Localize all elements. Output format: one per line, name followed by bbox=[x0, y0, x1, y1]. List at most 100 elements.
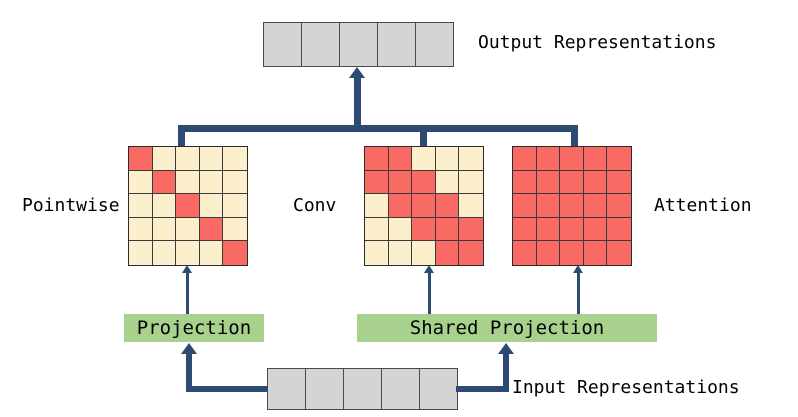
matrix-cell bbox=[176, 194, 200, 218]
output-token-cell bbox=[416, 23, 453, 66]
matrix-cell bbox=[199, 194, 224, 218]
matrix-cell bbox=[607, 170, 631, 195]
matrix-cell bbox=[176, 217, 200, 242]
top-bracket-bar bbox=[178, 125, 578, 132]
matrix-cell bbox=[223, 217, 247, 242]
output-merge-stem bbox=[354, 78, 361, 128]
matrix-cell bbox=[412, 194, 436, 218]
matrix-cell bbox=[223, 241, 247, 265]
input-to-projection-vertical bbox=[186, 354, 192, 388]
matrix-cell bbox=[365, 241, 389, 265]
matrix-cell bbox=[129, 194, 153, 218]
pointwise-matrix bbox=[128, 146, 248, 266]
matrix-cell bbox=[199, 147, 224, 171]
matrix-cell bbox=[536, 147, 561, 171]
input-to-projection-arrowhead bbox=[181, 343, 197, 354]
projection-box-label: Projection bbox=[136, 317, 252, 339]
matrix-cell bbox=[513, 217, 537, 242]
output-merge-arrowhead bbox=[349, 67, 365, 78]
bracket-arm-pointwise bbox=[178, 125, 185, 147]
matrix-cell bbox=[513, 147, 537, 171]
input-representations-label: Input Representations bbox=[512, 377, 740, 398]
attention-matrix bbox=[512, 146, 632, 266]
matrix-cell bbox=[152, 217, 177, 242]
input-to-shared-projection-vertical bbox=[503, 354, 509, 388]
matrix-cell bbox=[583, 217, 608, 242]
connector-shared-projection-to-conv bbox=[428, 273, 431, 314]
matrix-cell bbox=[388, 241, 413, 265]
matrix-cell bbox=[560, 241, 584, 265]
input-representations-row bbox=[267, 368, 458, 410]
matrix-cell bbox=[435, 194, 460, 218]
matrix-cell bbox=[459, 241, 483, 265]
connector-projection-to-pointwise-arrowhead bbox=[182, 265, 192, 273]
output-token-cell bbox=[302, 23, 340, 66]
matrix-cell bbox=[199, 170, 224, 195]
output-representations-row bbox=[263, 22, 454, 67]
matrix-cell bbox=[152, 241, 177, 265]
shared-projection-box-label: Shared Projection bbox=[409, 317, 605, 339]
output-token-cell bbox=[378, 23, 416, 66]
matrix-cell bbox=[129, 241, 153, 265]
matrix-cell bbox=[560, 217, 584, 242]
matrix-cell bbox=[412, 217, 436, 242]
matrix-cell bbox=[607, 241, 631, 265]
shared-projection-box[interactable]: Shared Projection bbox=[357, 314, 657, 342]
output-representations-label: Output Representations bbox=[478, 32, 717, 53]
matrix-cell bbox=[388, 170, 413, 195]
matrix-cell bbox=[513, 194, 537, 218]
input-to-shared-projection-horizontal bbox=[456, 386, 509, 392]
matrix-cell bbox=[152, 170, 177, 195]
matrix-cell bbox=[536, 194, 561, 218]
matrix-cell bbox=[412, 147, 436, 171]
matrix-cell bbox=[435, 147, 460, 171]
matrix-cell bbox=[365, 170, 389, 195]
matrix-cell bbox=[583, 170, 608, 195]
matrix-cell bbox=[412, 241, 436, 265]
matrix-cell bbox=[365, 147, 389, 171]
matrix-cell bbox=[365, 217, 389, 242]
matrix-cell bbox=[199, 241, 224, 265]
matrix-cell bbox=[223, 147, 247, 171]
connector-shared-projection-to-attention bbox=[577, 273, 580, 314]
bracket-arm-attention bbox=[571, 125, 578, 147]
matrix-cell bbox=[176, 170, 200, 195]
input-token-cell bbox=[382, 369, 420, 409]
matrix-cell bbox=[176, 147, 200, 171]
matrix-cell bbox=[560, 170, 584, 195]
matrix-cell bbox=[459, 170, 483, 195]
matrix-cell bbox=[388, 147, 413, 171]
output-token-cell bbox=[340, 23, 378, 66]
connector-shared-projection-to-attention-arrowhead bbox=[573, 265, 583, 273]
input-token-cell bbox=[420, 369, 457, 409]
projection-box[interactable]: Projection bbox=[124, 314, 264, 342]
matrix-cell bbox=[365, 194, 389, 218]
matrix-cell bbox=[459, 147, 483, 171]
matrix-cell bbox=[513, 170, 537, 195]
matrix-cell bbox=[513, 241, 537, 265]
connector-projection-to-pointwise bbox=[186, 273, 189, 314]
matrix-cell bbox=[435, 170, 460, 195]
matrix-cell bbox=[459, 217, 483, 242]
input-to-shared-projection-arrowhead bbox=[498, 343, 514, 354]
matrix-cell bbox=[583, 241, 608, 265]
attention-label: Attention bbox=[654, 195, 752, 216]
matrix-cell bbox=[152, 147, 177, 171]
matrix-cell bbox=[388, 194, 413, 218]
matrix-cell bbox=[152, 194, 177, 218]
matrix-cell bbox=[536, 241, 561, 265]
input-to-projection-horizontal bbox=[186, 386, 268, 392]
matrix-cell bbox=[607, 194, 631, 218]
input-token-cell bbox=[306, 369, 344, 409]
matrix-cell bbox=[459, 194, 483, 218]
connector-shared-projection-to-conv-arrowhead bbox=[424, 265, 434, 273]
matrix-cell bbox=[412, 170, 436, 195]
conv-matrix bbox=[364, 146, 484, 266]
matrix-cell bbox=[129, 147, 153, 171]
matrix-cell bbox=[583, 194, 608, 218]
matrix-cell bbox=[199, 217, 224, 242]
input-token-cell bbox=[268, 369, 306, 409]
matrix-cell bbox=[435, 217, 460, 242]
conv-label: Conv bbox=[293, 195, 337, 216]
output-token-cell bbox=[264, 23, 302, 66]
